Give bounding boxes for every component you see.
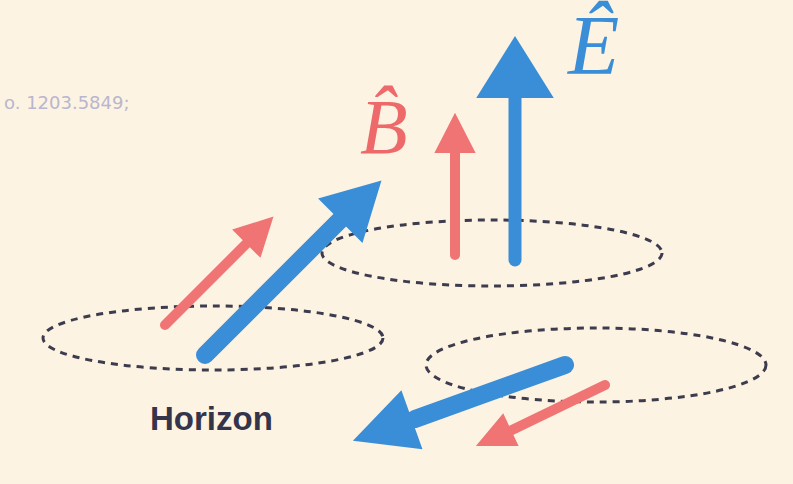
electric-field-arrow	[478, 38, 552, 260]
field-symbol: Ê	[568, 4, 619, 88]
magnetic-field-arrow	[478, 385, 605, 445]
horizon-label: Horizon	[150, 402, 273, 435]
field-symbol: B̂	[360, 88, 408, 166]
electric-field-arrow	[355, 365, 565, 448]
horizon-patch	[322, 220, 662, 286]
electric-field-arrow	[205, 182, 380, 355]
magnetic-field-arrow	[436, 115, 474, 255]
reference-watermark: o. 1203.5849;	[4, 94, 130, 112]
